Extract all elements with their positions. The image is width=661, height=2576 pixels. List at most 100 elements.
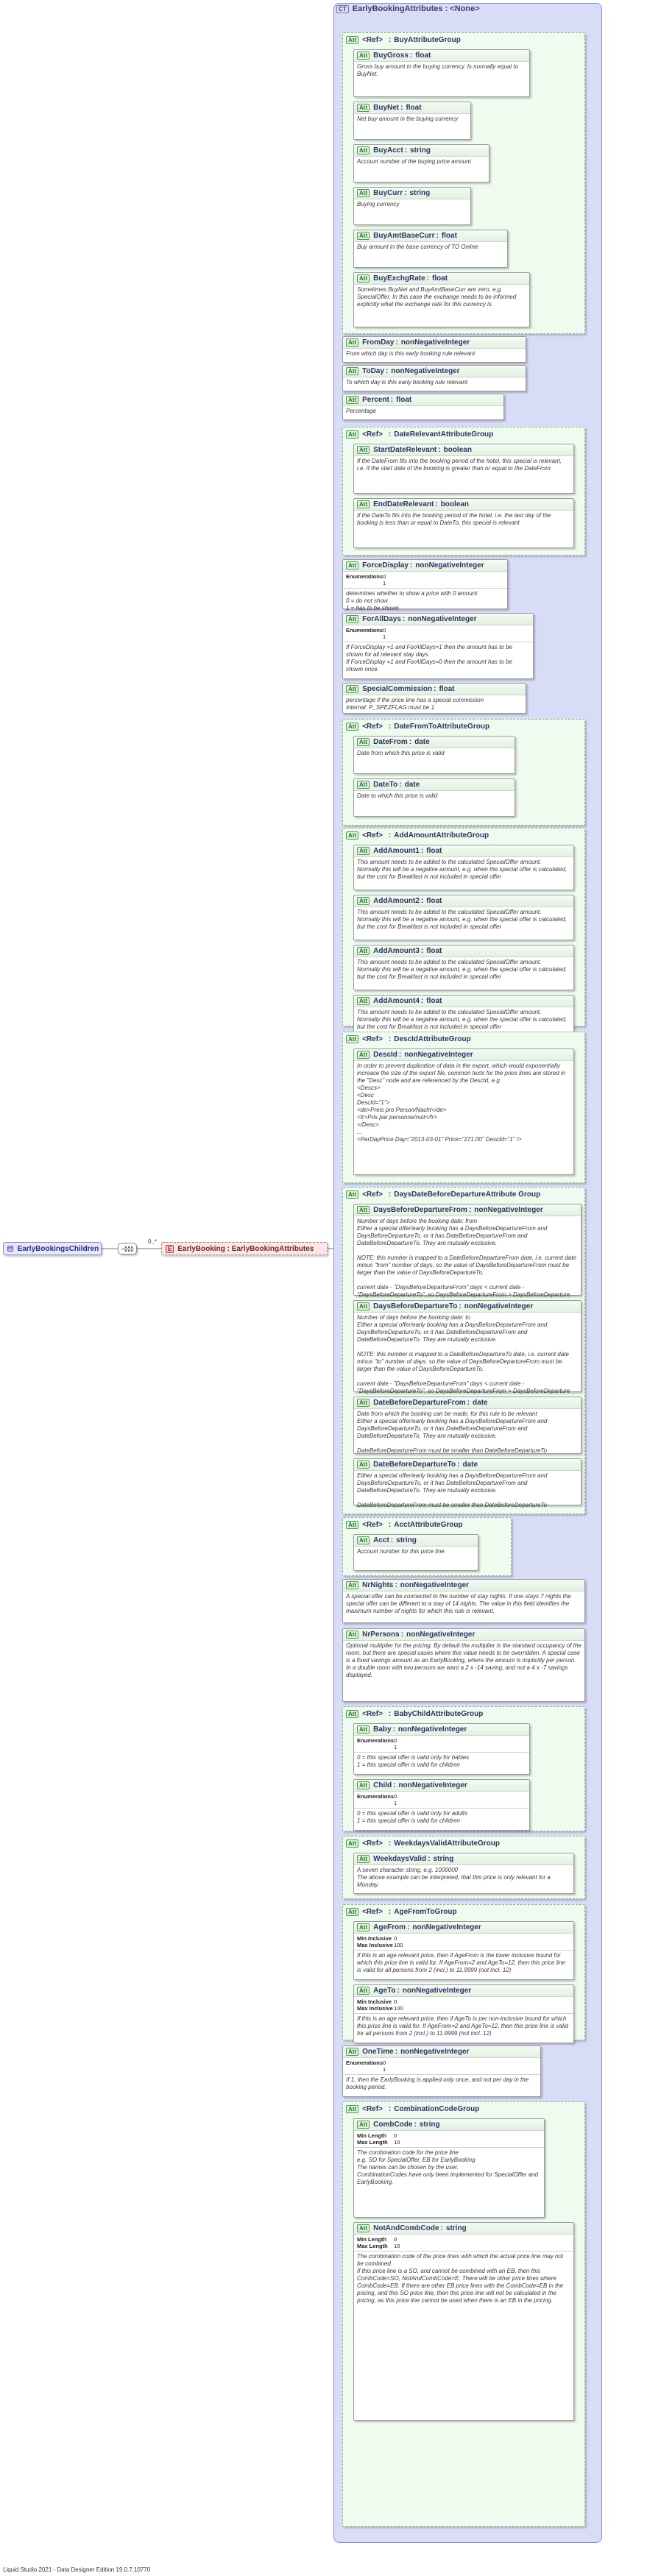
attribute-group-header[interactable]: Att<Ref> :DateFromToAttributeGroup [343, 720, 584, 733]
attribute-group-header[interactable]: Att<Ref> :DateRelevantAttributeGroup [343, 427, 584, 441]
attribute-group-header[interactable]: Att<Ref> :AgeFromToGroup [343, 1905, 584, 1918]
attribute-group-header[interactable]: Att<Ref> :BabyChildAttributeGroup [343, 1707, 584, 1720]
attribute-group-daysdatebeforedepartureattributegroup[interactable]: Att<Ref> :DaysDateBeforeDepartureAttribu… [342, 1187, 585, 1514]
attribute-group-header[interactable]: Att<Ref> :DaysDateBeforeDepartureAttribu… [343, 1188, 584, 1201]
attribute-group-header[interactable]: Att<Ref> :CombinationCodeGroup [343, 2102, 584, 2115]
complex-type-title[interactable]: CT EarlyBookingAttributes : <None> [336, 4, 480, 13]
attribute-group-header[interactable]: Att<Ref> :WeekdaysValidAttributeGroup [343, 1837, 584, 1850]
attribute-group-header[interactable]: Att<Ref> :DescIdAttributeGroup [343, 1032, 584, 1046]
early-booking-element[interactable]: E EarlyBooking : EarlyBookingAttributes [161, 1242, 328, 1255]
attribute-group-header[interactable]: Att<Ref> :AcctAttributeGroup [343, 1518, 511, 1531]
attribute-group-header[interactable]: Att<Ref> :AddAmountAttributeGroup [343, 828, 584, 842]
facet-value: 100 [394, 2005, 403, 2012]
sequence-icon[interactable] [118, 1243, 137, 1255]
attribute-group-header[interactable]: Att<Ref> :BuyAttributeGroup [343, 33, 584, 46]
attribute-description: Number of days before the booking date: … [357, 1314, 570, 1394]
facet-name: Min Inclusive [357, 1935, 392, 1942]
root-type-box[interactable]: ▭ EarlyBookingsChildren [3, 1242, 102, 1255]
